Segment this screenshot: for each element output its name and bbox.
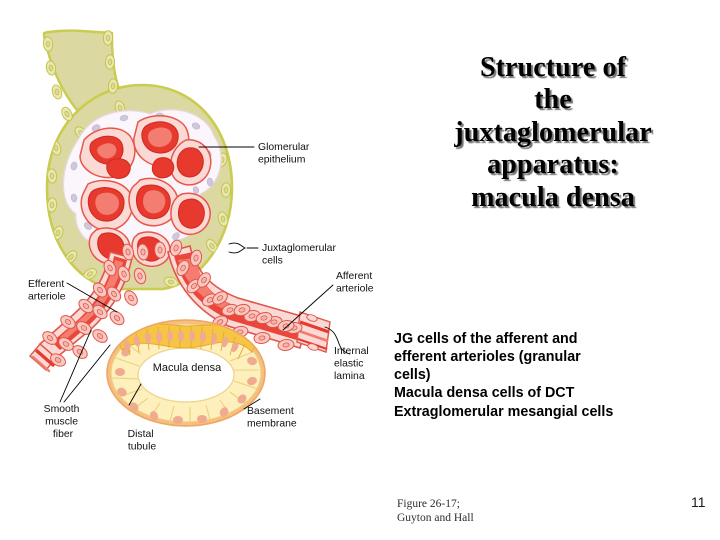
label-efferent-arteriole: Efferent arteriole bbox=[28, 279, 67, 303]
leader-internal-elastic-lamina bbox=[324, 326, 351, 355]
leader-juxtaglomerular-cells bbox=[228, 242, 247, 254]
figure-credit-line: Figure 26-17; bbox=[397, 498, 460, 510]
leader-afferent-arteriole bbox=[282, 284, 334, 331]
label-glomerular-epithelium: Glomerular epithelium bbox=[258, 142, 312, 166]
leader-lines bbox=[59, 146, 351, 410]
page-title: Structure of the juxtaglomerular apparat… bbox=[392, 52, 714, 214]
page-number: 11 bbox=[691, 494, 706, 510]
label-juxtaglomerular-cells: Juxtaglomerular cells bbox=[262, 243, 339, 267]
title-line: juxtaglomerular bbox=[454, 116, 652, 148]
body-line: Macula densa cells of DCT bbox=[394, 385, 575, 402]
glomerular-capillary-tuft bbox=[62, 109, 222, 268]
label-internal-elastic-lamina: Internal elastic lamina bbox=[334, 346, 372, 382]
figure-credit-line: Guyton and Hall bbox=[397, 512, 474, 525]
body-line: Extraglomerular mesangial cells bbox=[394, 403, 614, 420]
figure-credit: Figure 26-17; Guyton and Hall bbox=[397, 497, 474, 526]
label-macula-densa: Macula densa bbox=[153, 362, 222, 374]
leader-basement-membrane bbox=[243, 398, 261, 410]
label-smooth-muscle-fiber: Smooth muscle fiber bbox=[44, 404, 83, 440]
label-afferent-arteriole: Afferent arteriole bbox=[336, 271, 375, 295]
title-line: apparatus: bbox=[487, 149, 619, 181]
body-line: JG cells of the afferent and bbox=[394, 331, 578, 347]
body-line: efferent arterioles (granular bbox=[394, 349, 581, 366]
body-text-block: JG cells of the afferent and efferent ar… bbox=[394, 330, 714, 421]
title-line: Structure of bbox=[479, 52, 627, 83]
leader-smooth-muscle-1 bbox=[59, 329, 92, 403]
label-distal-tubule: Distal tubule bbox=[128, 429, 157, 453]
juxtaglomerular-apparatus-figure: Glomerular epithelium Juxtaglomerular ce… bbox=[28, 29, 375, 453]
arterioles bbox=[29, 238, 331, 373]
leader-distal-tubule bbox=[128, 383, 142, 406]
body-line: cells) bbox=[394, 367, 431, 384]
leader-efferent-arteriole bbox=[66, 282, 118, 313]
label-basement-membrane: Basement membrane bbox=[247, 406, 297, 430]
title-line: macula densa bbox=[471, 181, 635, 213]
figure-labels: Glomerular epithelium Juxtaglomerular ce… bbox=[28, 142, 375, 453]
leader-smooth-muscle-2 bbox=[63, 344, 111, 403]
distal-tubule-macula-densa bbox=[106, 319, 266, 427]
title-line: the bbox=[534, 84, 572, 116]
